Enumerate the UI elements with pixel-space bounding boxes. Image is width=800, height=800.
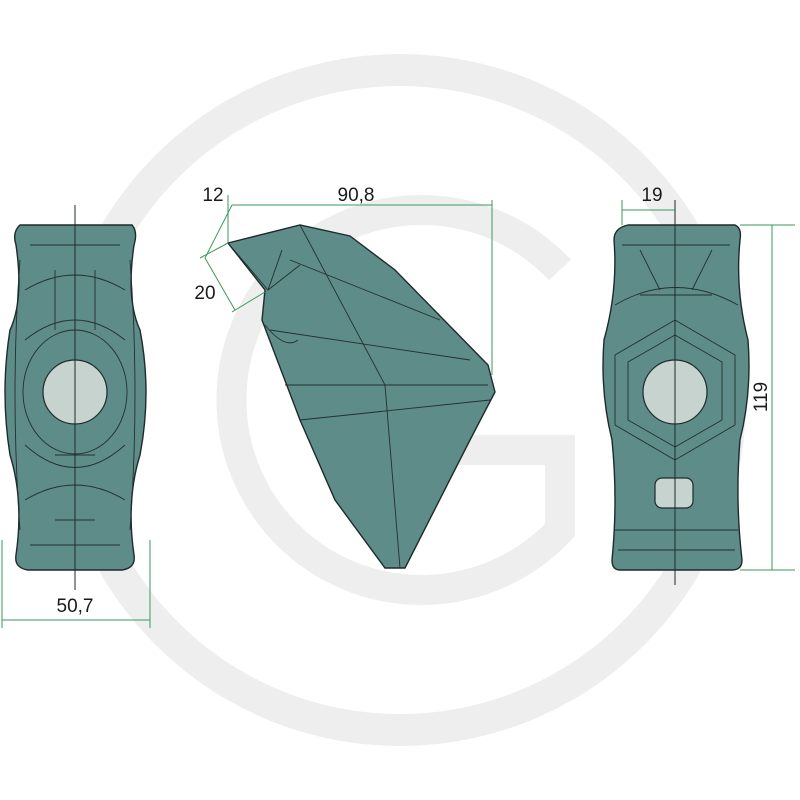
dim-height: 119	[751, 382, 772, 412]
front-view	[4, 205, 147, 590]
side-view	[226, 224, 496, 569]
dim-width-front: 50,7	[57, 596, 94, 617]
dim-length-side: 90,8	[338, 185, 375, 206]
dim-tip-height: 20	[194, 283, 215, 304]
rear-view	[602, 200, 750, 585]
dim-hole-offset: 19	[641, 185, 662, 206]
dimension-lines	[1, 195, 795, 628]
dim-tip-width: 12	[202, 185, 223, 206]
slot	[654, 477, 694, 509]
